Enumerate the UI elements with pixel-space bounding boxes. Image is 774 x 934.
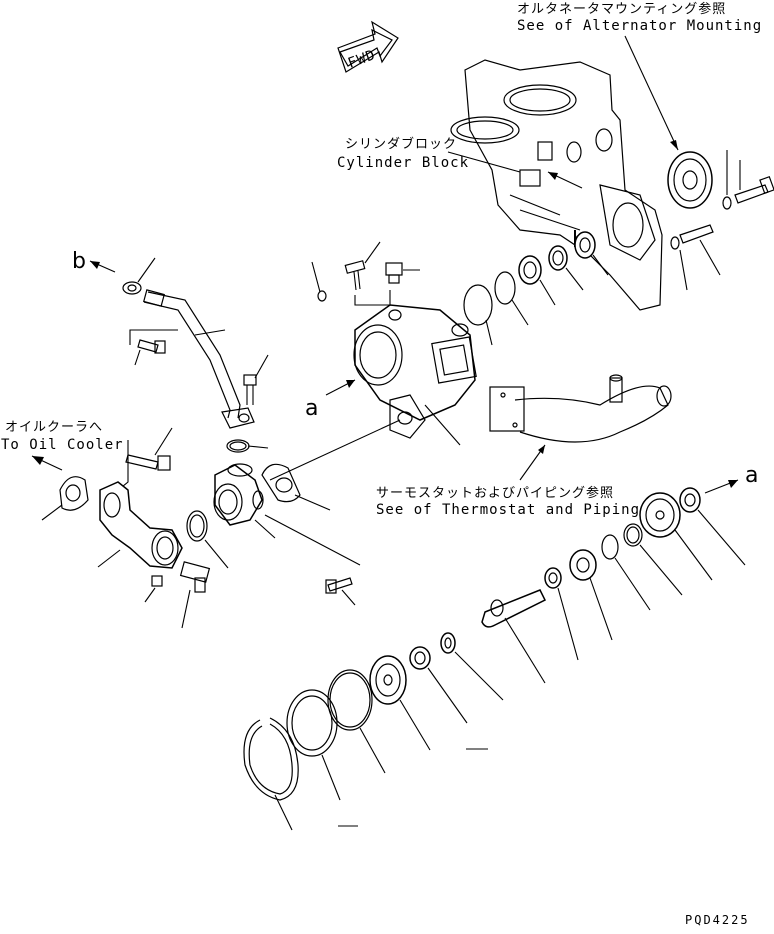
drain-cock xyxy=(179,561,211,629)
cylinder-block xyxy=(450,59,663,311)
pulley-bolt xyxy=(722,150,774,210)
fwd-direction-arrow: FWD xyxy=(337,20,399,73)
cylinder-leader xyxy=(447,151,521,173)
alternator-reference: オルタネータマウンティング参照 See of Alternator Mounti… xyxy=(517,1,762,151)
water-pump-housing xyxy=(353,304,477,439)
plug-fitting xyxy=(385,262,420,284)
o-ring xyxy=(226,439,269,453)
pump-shaft-parts xyxy=(243,487,746,831)
thermostat-label-jp: サーモスタットおよびパイピング参照 xyxy=(376,485,614,501)
oil-cooler-elbow xyxy=(97,481,183,569)
cylinder-block-reference: シリンダブロック Cylinder Block xyxy=(337,136,521,173)
small-bolt-housing xyxy=(311,261,327,302)
water-pipe xyxy=(143,289,255,429)
pipe-gasket xyxy=(122,257,156,295)
flange-bolt xyxy=(670,224,721,291)
fwd-label: FWD xyxy=(346,47,378,72)
alternator-label-jp: オルタネータマウンティング参照 xyxy=(517,1,726,17)
elbow-plug xyxy=(144,575,163,603)
cylinder-label-en: Cylinder Block xyxy=(337,155,469,171)
connector-gasket xyxy=(261,463,331,511)
marker-a-housing: a xyxy=(305,396,318,421)
marker-a-shaft: a xyxy=(745,463,758,488)
temperature-sensor xyxy=(344,241,381,291)
oil-cooler-reference: オイルクーラへ To Oil Cooler xyxy=(1,420,129,496)
water-connector xyxy=(213,463,276,539)
seal-ring-left xyxy=(186,510,229,569)
marker-b-pipe: b xyxy=(72,249,86,274)
alternator-label-en: See of Alternator Mounting xyxy=(517,18,762,34)
block-bearings xyxy=(463,231,609,346)
thermostat-reference: サーモスタットおよびパイピング参照 See of Thermostat and … xyxy=(376,444,640,518)
alternator-leader xyxy=(624,35,679,151)
thermostat-label-en: See of Thermostat and Piping xyxy=(376,502,640,518)
connector-bolt xyxy=(125,427,173,471)
alternator-pulley xyxy=(667,151,713,209)
oil-cooler-gasket xyxy=(41,476,89,521)
drawing-code: PQD4225 xyxy=(685,913,750,927)
cylinder-label-jp: シリンダブロック xyxy=(345,136,457,152)
pipe-bolt-left xyxy=(134,339,166,366)
oilcooler-label-en: To Oil Cooler xyxy=(1,437,124,453)
oilcooler-label-jp: オイルクーラへ xyxy=(5,420,103,435)
lower-bolt xyxy=(325,577,356,606)
thermostat-pipe xyxy=(489,374,672,443)
pipe-bolt-right xyxy=(243,354,269,405)
